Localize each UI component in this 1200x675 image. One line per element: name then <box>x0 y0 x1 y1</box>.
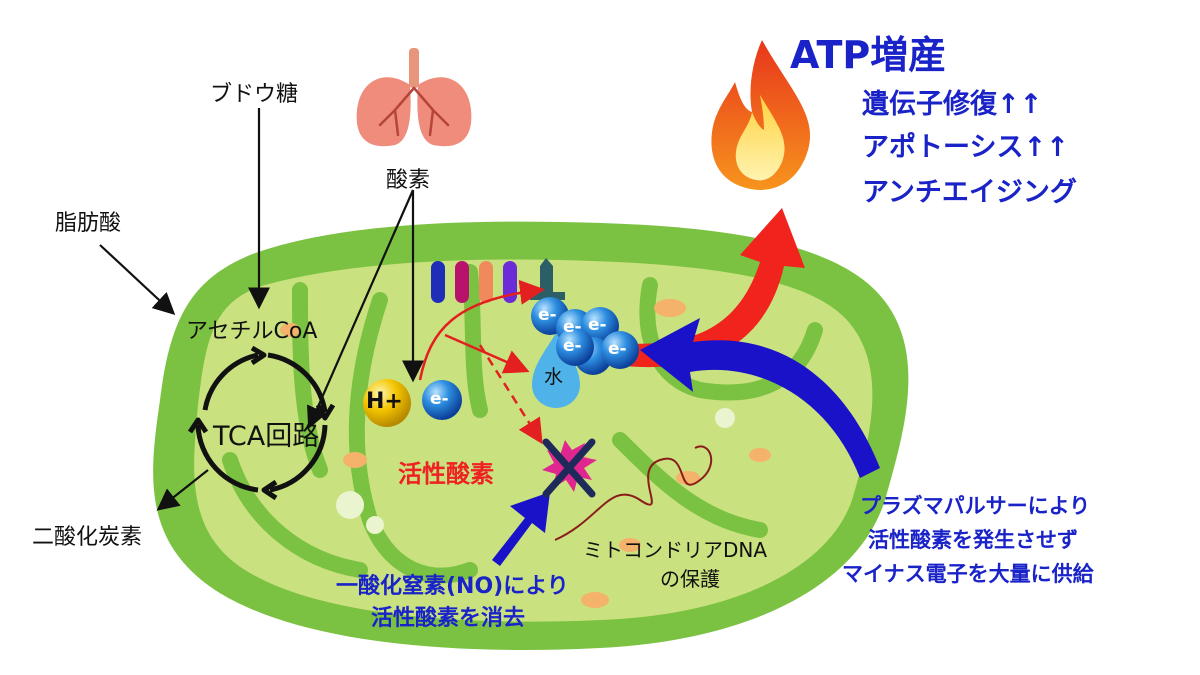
effect-apoptosis: アポトーシス↑↑ <box>862 132 1069 163</box>
oxygen-label: 酸素 <box>386 168 431 193</box>
no-note-line1: 一酸化窒素(NO)により <box>336 574 569 599</box>
lungs-icon <box>356 48 472 147</box>
atp-title: ATP増産 <box>790 33 947 77</box>
glucose-label: ブドウ糖 <box>210 82 299 107</box>
electron-balls <box>422 297 639 420</box>
plasma-note-line1: プラズマパルサーにより <box>860 494 1091 518</box>
explosion-icon <box>542 438 597 498</box>
electron-label: e- <box>563 317 582 337</box>
electron-label: e- <box>538 305 557 325</box>
electron-label: e- <box>563 336 582 356</box>
electron-label: e- <box>588 315 607 335</box>
input-arrows <box>99 108 424 511</box>
tca-cycle-icon <box>187 345 336 501</box>
fatty-acid-label: 脂肪酸 <box>55 211 122 236</box>
acetyl-coa-label: アセチルCoA <box>186 319 318 344</box>
cross-icon <box>542 438 596 498</box>
co2-label: 二酸化炭素 <box>32 525 143 550</box>
plasma-electron-arrow <box>640 318 880 478</box>
proton-ball <box>363 379 411 427</box>
water-droplet <box>532 333 580 408</box>
tca-cycle-label: TCA回路 <box>213 421 320 452</box>
mtdna-label-line2: の保護 <box>660 567 720 591</box>
no-arrow <box>492 492 550 566</box>
dna-strand-icon <box>554 445 713 541</box>
water-label: 水 <box>544 366 564 388</box>
electron-label: e- <box>430 389 449 409</box>
proton-label: H+ <box>366 389 403 414</box>
electron-transport-chain <box>431 258 565 303</box>
fatty-acid-arrow <box>99 244 176 315</box>
plasma-note-line3: マイナス電子を大量に供給 <box>842 562 1094 586</box>
co2-arrow <box>156 469 209 511</box>
atp-arrow <box>615 208 805 368</box>
proton-flow-arrows <box>418 279 545 445</box>
flame-icon <box>711 40 811 190</box>
effect-anti-aging: アンチエイジング <box>862 177 1077 208</box>
ros-arrow <box>478 344 543 445</box>
oxygen-arrow-to-tca <box>306 189 415 430</box>
plasma-note-line2: 活性酸素を発生させず <box>868 528 1078 552</box>
electron-label: e- <box>608 339 627 359</box>
proton-pump-arrow <box>418 279 545 381</box>
no-note-line2: 活性酸素を消去 <box>371 606 526 631</box>
ros-label: 活性酸素 <box>398 460 494 488</box>
cristae <box>222 264 823 584</box>
mtdna-label-line1: ミトコンドリアDNA <box>583 538 768 562</box>
water-arrow <box>444 333 530 374</box>
effect-gene-repair: 遺伝子修復↑↑ <box>862 89 1043 120</box>
